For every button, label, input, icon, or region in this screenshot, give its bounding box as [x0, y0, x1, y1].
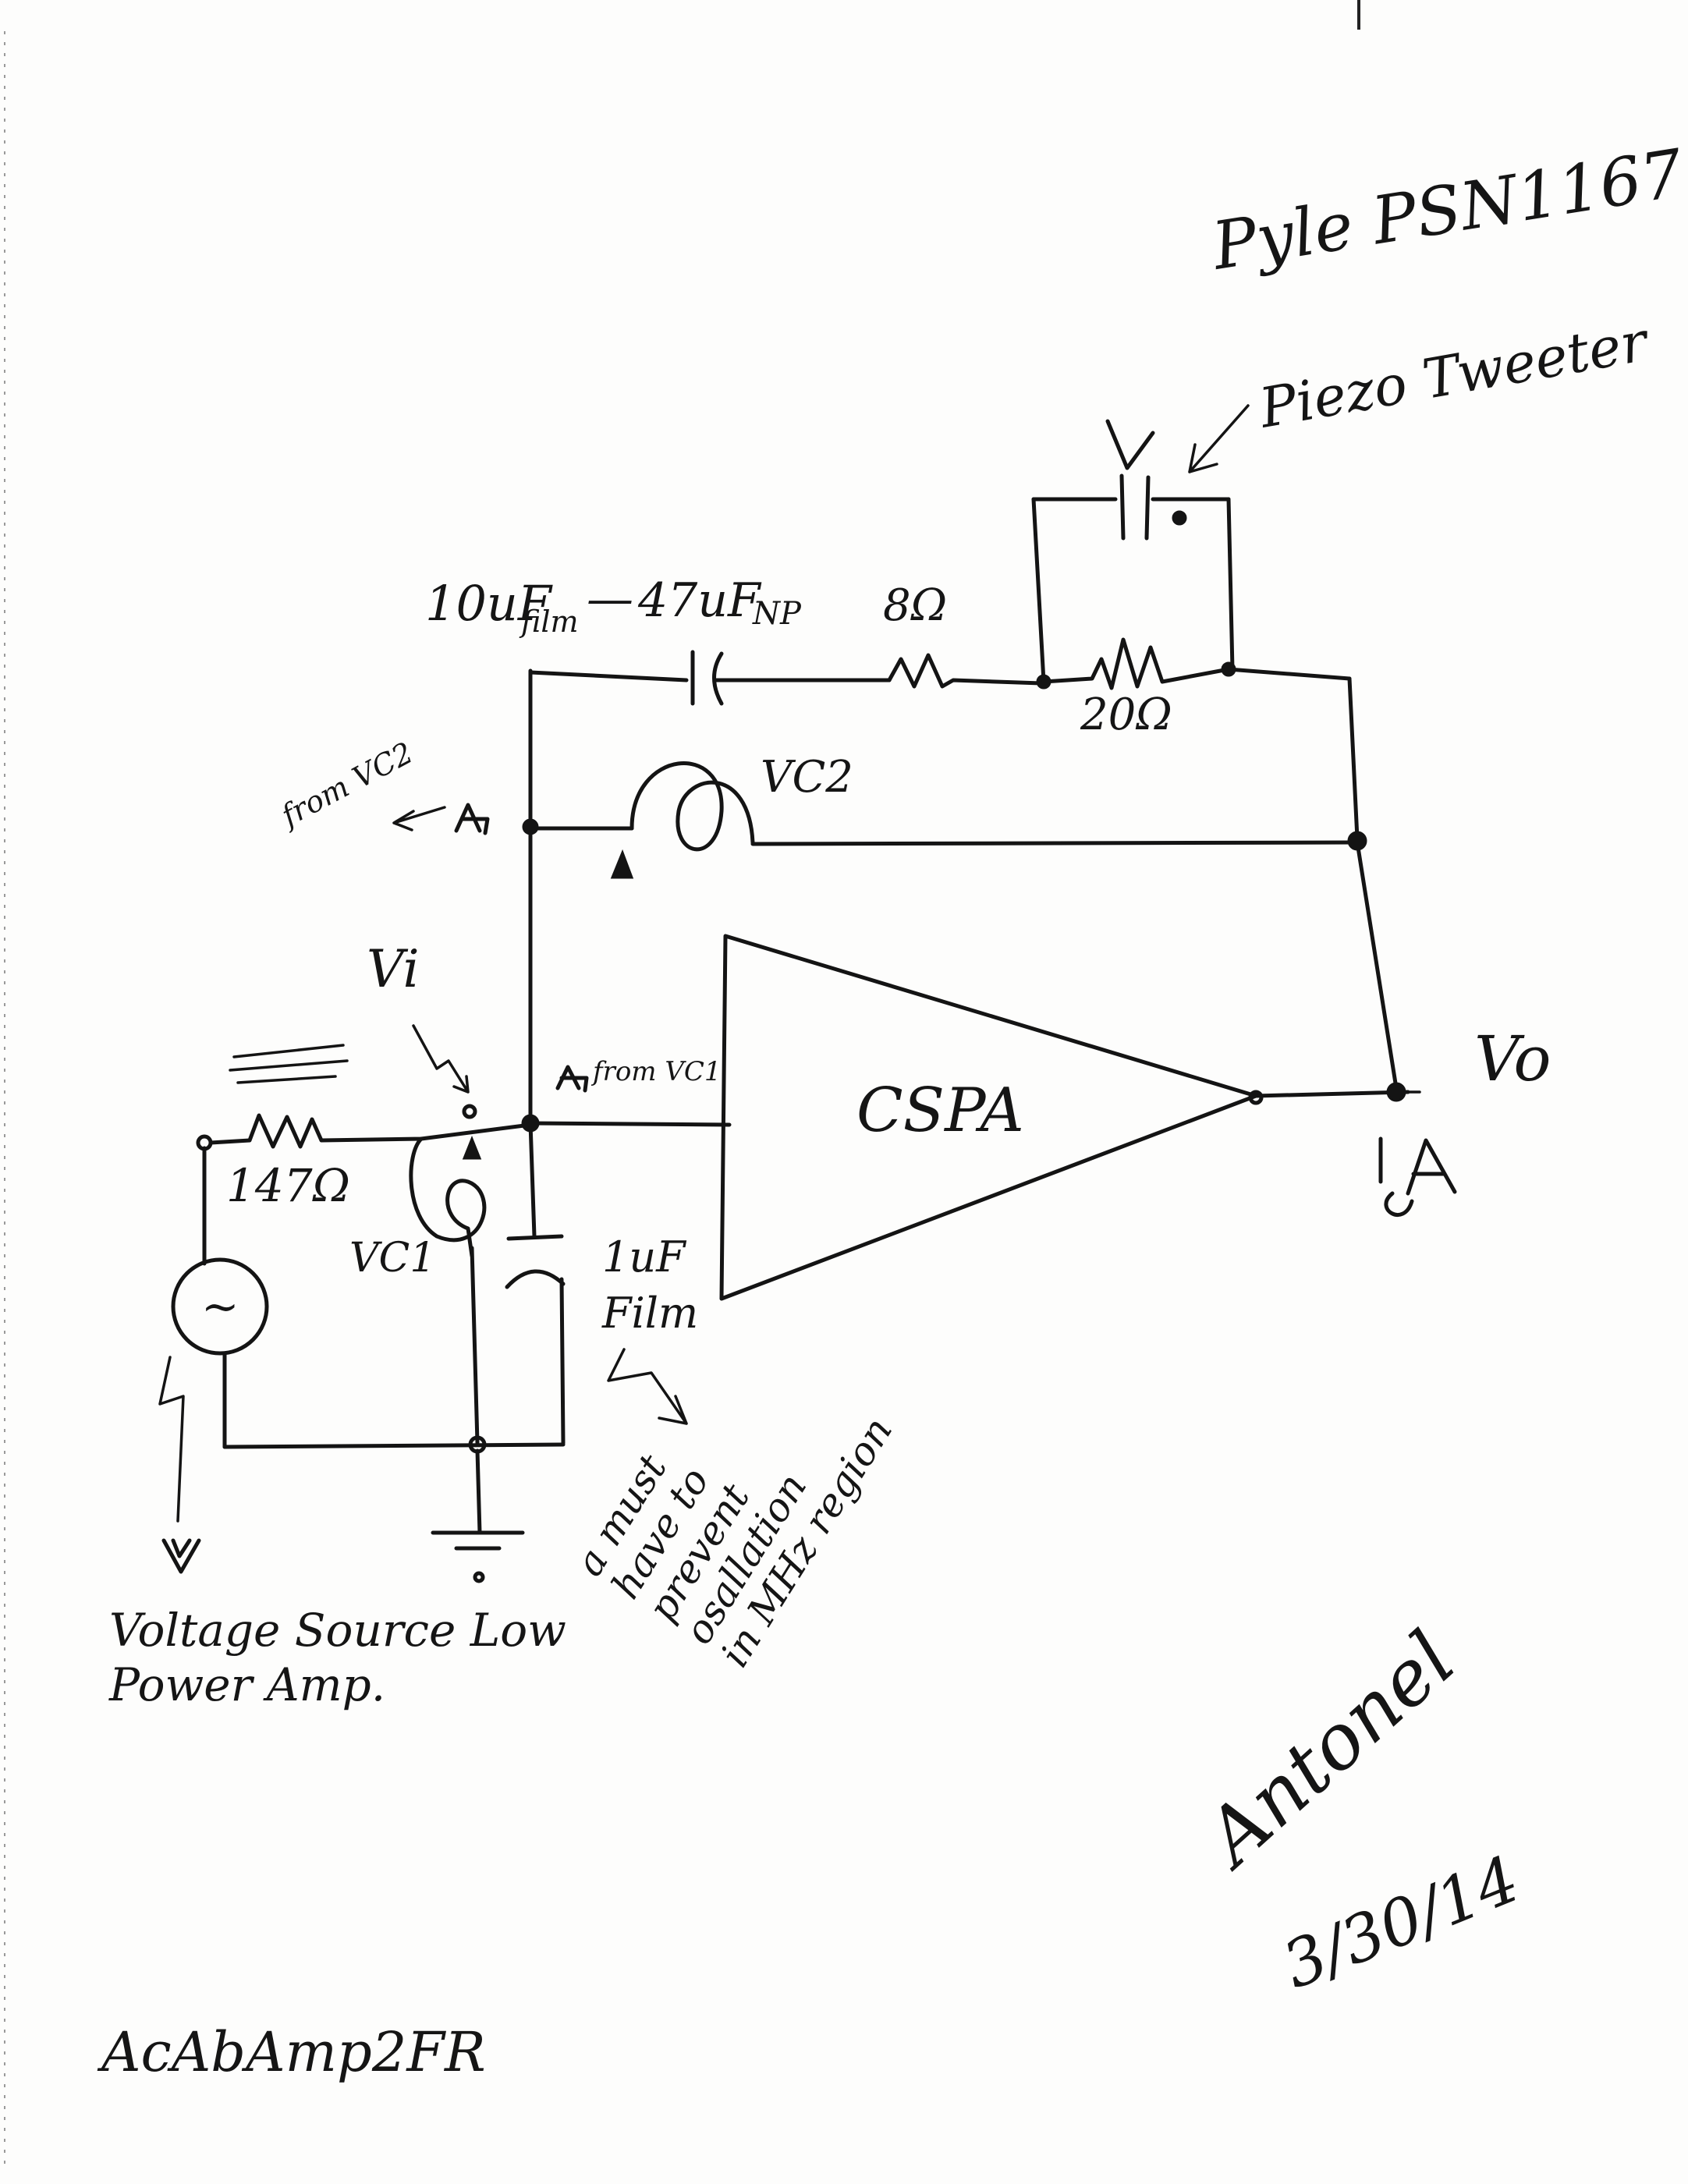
wire-tweeter-right-down [1226, 497, 1235, 672]
c-bypass-sub: Film [601, 1289, 698, 1338]
tweeter-polarity-dot [1172, 510, 1187, 526]
right-rail-lower [1355, 840, 1399, 1090]
source-note-line [158, 1356, 185, 1523]
bypass-note-arrow [607, 1348, 688, 1425]
amp-label: CSPA [856, 1076, 1024, 1146]
vc1-label: VC1 [349, 1235, 435, 1282]
vi-label: Vi [367, 939, 420, 999]
wire-amp-input [528, 1121, 732, 1127]
wire-to-ground [475, 1448, 482, 1535]
tweeter-plate-1 [1119, 473, 1126, 541]
c1-dash: — [587, 572, 633, 626]
output-terminal-symbol [1378, 1136, 1457, 1217]
wire-bypass-cap-down [559, 1277, 566, 1445]
resistor-8ohm [887, 653, 1044, 689]
coil-vc1 [409, 1136, 487, 1258]
wire-tweeter-left-up [1031, 497, 1046, 684]
title-text: Pyle PSN1167 [1206, 135, 1688, 285]
wire-vc1-down [470, 1246, 480, 1445]
wire-top-left [528, 670, 689, 682]
vc1-polarity-marker [462, 1135, 482, 1160]
c1-sub: film [519, 604, 579, 639]
vc2-label: VC2 [761, 752, 853, 803]
cap-np-plate-2 [712, 651, 724, 706]
c1-value: 10uF [425, 575, 553, 632]
r-series-label: 8Ω [883, 580, 947, 631]
from-vc2-arrow [392, 806, 446, 831]
wire-vc2-right [750, 840, 1360, 846]
from-vc1-symbol [555, 1065, 589, 1093]
source-note-arrowhead [161, 1538, 201, 1574]
amplifier-triangle [719, 934, 1258, 1301]
c2-value: 47uF [637, 573, 762, 628]
scribble-out [229, 1044, 349, 1084]
vc2-polarity-marker [610, 849, 634, 879]
vo-label: Vo [1474, 1023, 1551, 1095]
file-label: AcAbAmp2FR [97, 2020, 486, 2084]
resistor-20ohm [1041, 637, 1231, 690]
bypass-note: a must have to prevent osallation in MHz… [566, 1409, 901, 1675]
right-rail-upper [1347, 676, 1360, 841]
resistor-147ohm [208, 1113, 533, 1149]
voltage-source [171, 1257, 269, 1356]
r-in-label: 147Ω [226, 1159, 350, 1212]
node-amp-output [1248, 1090, 1264, 1105]
source-symbol: ~ [201, 1280, 239, 1333]
source-note-line-2: Power Amp. [108, 1658, 385, 1711]
vi-arrow [412, 1024, 470, 1094]
tweeter-pointer-arrow [1188, 404, 1250, 473]
signature-name: Antonel [1185, 1615, 1472, 1887]
c2-sub: NP [752, 596, 802, 632]
coil-vc2 [629, 761, 755, 852]
from-vc2-symbol [454, 803, 490, 835]
tweeter-check-mark [1105, 419, 1155, 470]
ground-dot [473, 1571, 485, 1583]
from-vc1-label: from VC1 [590, 1056, 722, 1087]
c-bypass-value: 1uF [602, 1232, 687, 1282]
bypass-cap-plate-1 [506, 1234, 564, 1241]
r-parallel-label: 20Ω [1080, 690, 1172, 740]
tweeter-label: Piezo Tweeter [1254, 309, 1654, 441]
tweeter-plate-2 [1144, 475, 1151, 541]
bypass-cap-plate-2 [505, 1269, 566, 1289]
wire-ground-bus [222, 1442, 566, 1449]
from-vc2-label: from VC2 [274, 736, 419, 835]
wire-to-bypass-cap [528, 1121, 537, 1239]
signature-date: 3/30/14 [1273, 1842, 1530, 2003]
vi-node [462, 1104, 477, 1119]
wire-amp-output [1254, 1090, 1410, 1098]
wire-top-right [1226, 667, 1352, 681]
source-note-line-1: Voltage Source Low [109, 1604, 566, 1657]
